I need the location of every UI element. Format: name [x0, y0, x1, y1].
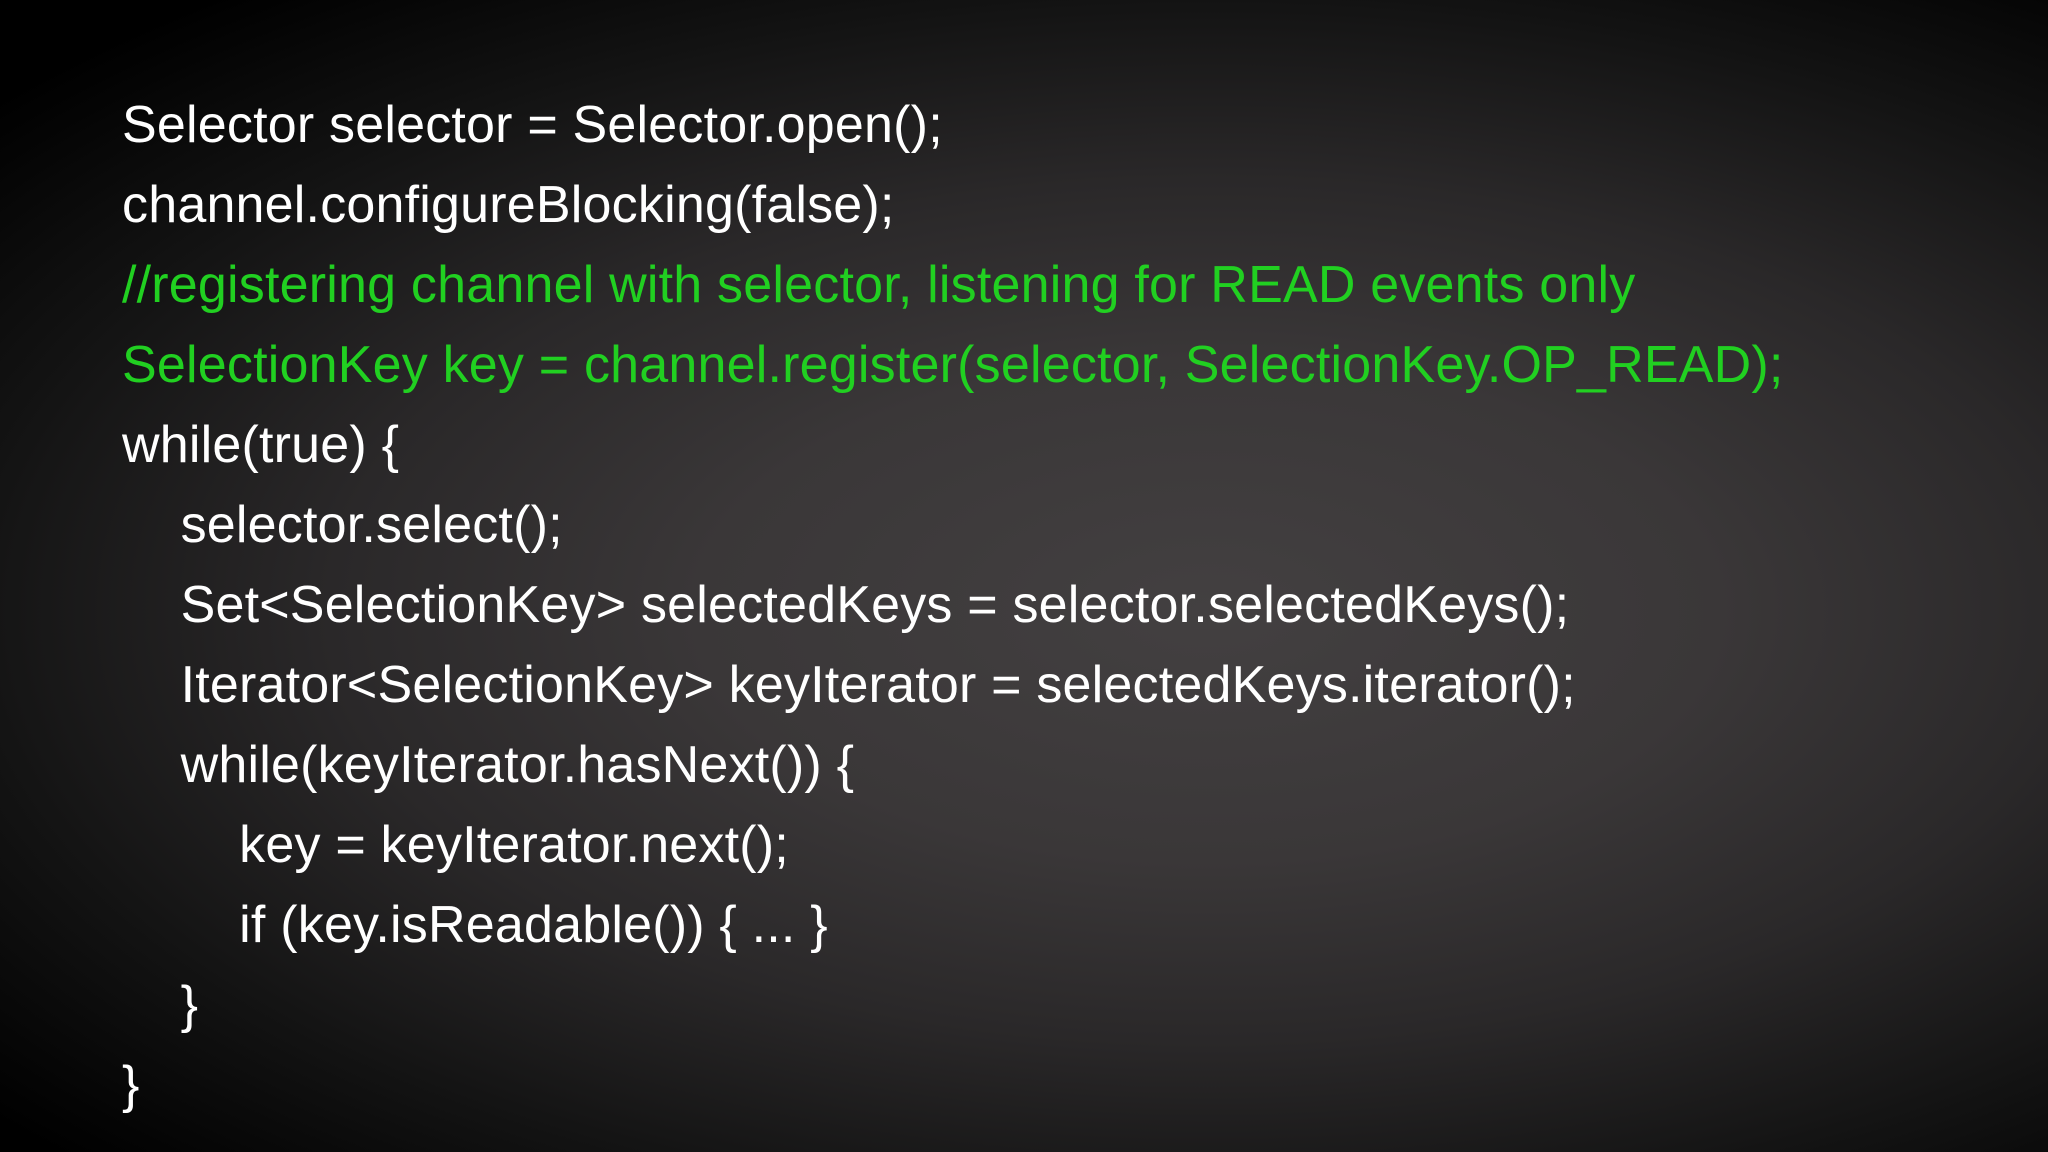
code-block: Selector selector = Selector.open(); chan… [122, 85, 2008, 1125]
code-line: //registering channel with selector, lis… [122, 256, 1636, 314]
code-line: key = keyIterator.next(); [122, 816, 789, 874]
code-line: if (key.isReadable()) { ... } [122, 896, 828, 954]
code-line: Selector selector = Selector.open(); [122, 96, 943, 154]
code-line: while(keyIterator.hasNext()) { [122, 736, 855, 794]
code-line: Set<SelectionKey> selectedKeys = selecto… [122, 576, 1570, 634]
code-line: } [122, 1056, 140, 1114]
code-line: } [122, 976, 199, 1034]
code-line: while(true) { [122, 416, 400, 474]
code-line: selector.select(); [122, 496, 563, 554]
code-line: SelectionKey key = channel.register(sele… [122, 336, 1784, 394]
code-line: channel.configureBlocking(false); [122, 176, 895, 234]
code-line: Iterator<SelectionKey> keyIterator = sel… [122, 656, 1576, 714]
